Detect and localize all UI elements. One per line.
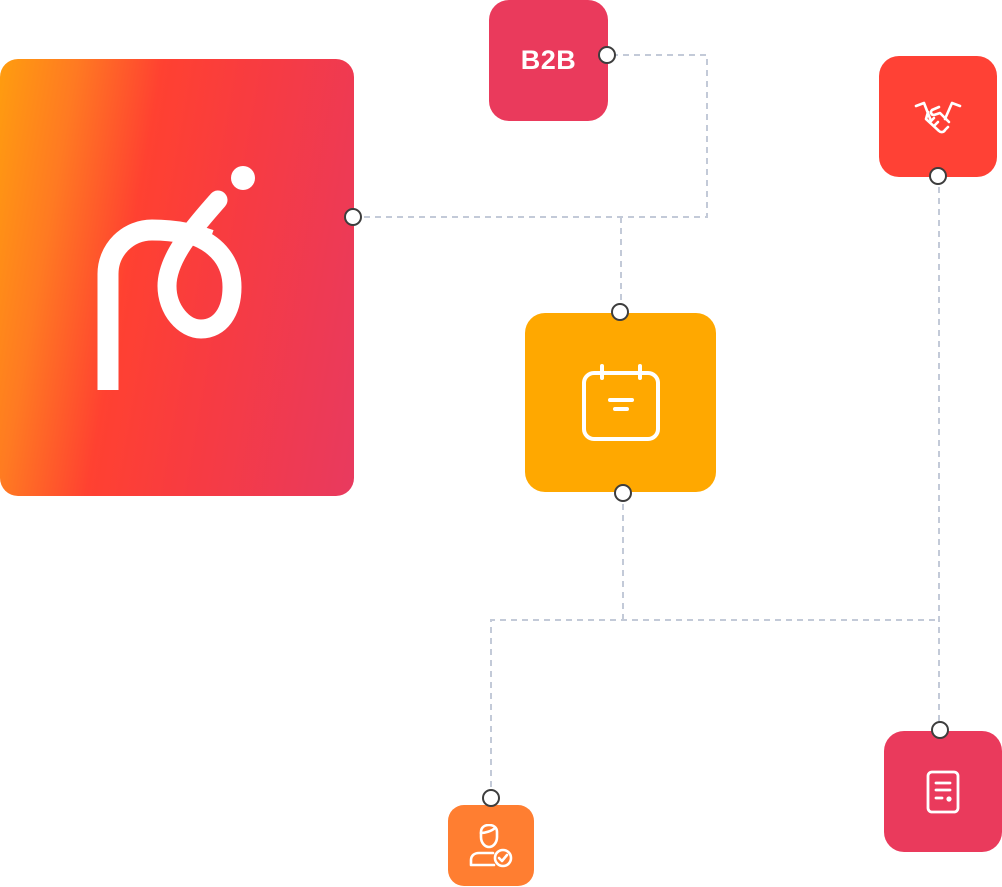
- port-logo-right[interactable]: [344, 208, 362, 226]
- calendar-node[interactable]: [525, 313, 716, 492]
- handshake-icon: [914, 101, 962, 133]
- calendar-icon: [581, 363, 660, 441]
- brand-logo-card[interactable]: [0, 59, 354, 496]
- document-node[interactable]: [884, 731, 1002, 852]
- b2b-label: B2B: [520, 45, 577, 75]
- user-node[interactable]: [448, 805, 534, 886]
- port-handshake-bottom[interactable]: [929, 167, 947, 185]
- user-check-icon: [469, 823, 513, 867]
- brand-loop-logo-icon: [97, 166, 255, 390]
- port-document-top[interactable]: [931, 721, 949, 739]
- port-calendar-top[interactable]: [611, 303, 629, 321]
- port-user-top[interactable]: [482, 789, 500, 807]
- connector-bottom-bus: [490, 619, 939, 798]
- b2b-node[interactable]: B2B: [489, 0, 608, 121]
- document-icon: [926, 770, 960, 813]
- port-b2b-right[interactable]: [598, 46, 616, 64]
- handshake-node[interactable]: [879, 56, 997, 177]
- port-calendar-bottom[interactable]: [614, 484, 632, 502]
